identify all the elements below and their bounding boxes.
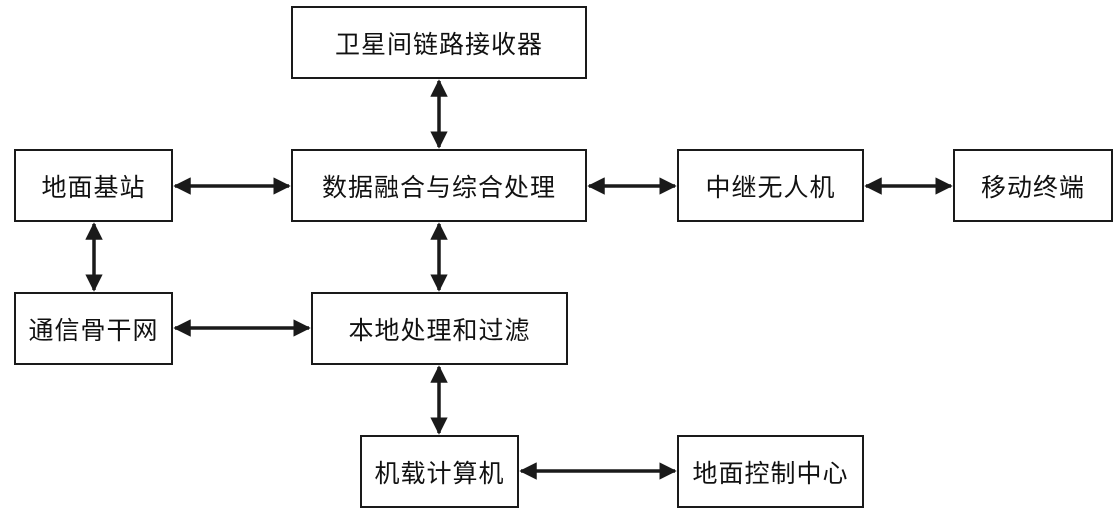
node-comm-backbone: 通信骨干网 [14,292,173,365]
node-relay-uav: 中继无人机 [677,149,864,222]
node-local-processing: 本地处理和过滤 [311,292,568,365]
node-ground-control-center: 地面控制中心 [677,435,864,508]
node-onboard-computer: 机载计算机 [360,435,519,508]
node-satellite-link-receiver: 卫星间链路接收器 [291,6,587,79]
node-mobile-terminal: 移动终端 [953,149,1113,222]
node-data-fusion: 数据融合与综合处理 [291,149,587,222]
node-ground-base-station: 地面基站 [14,149,173,222]
